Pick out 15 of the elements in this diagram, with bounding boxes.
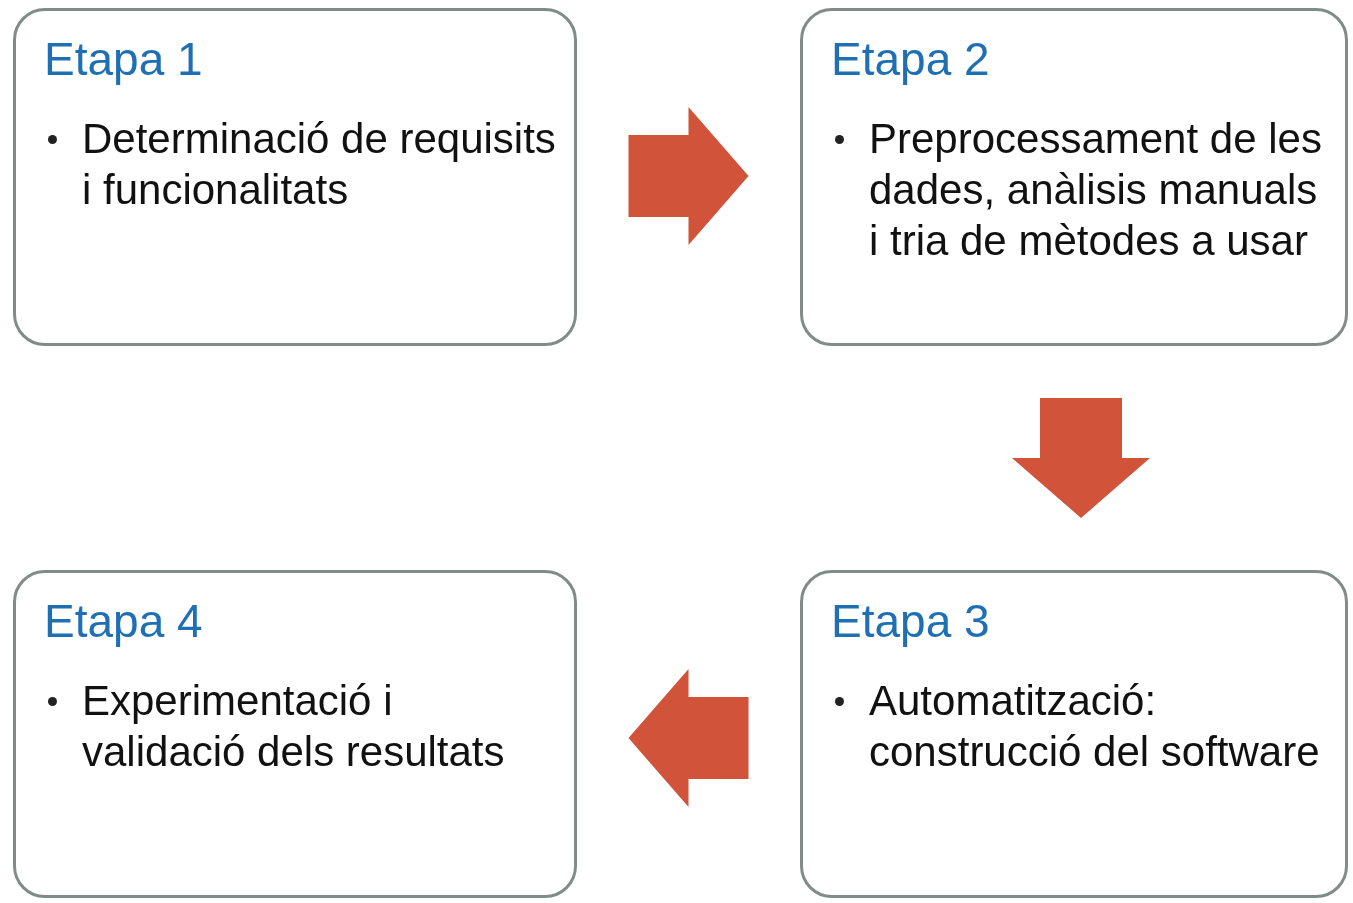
stage-box — [800, 8, 1348, 346]
stage-description: Determinació de requisits i funcionalitats — [82, 114, 557, 215]
block-arrow — [628, 107, 749, 245]
stage-heading: Etapa 3 — [831, 594, 990, 649]
stage-description: Automatització: construcció del software — [869, 676, 1321, 777]
stage-heading: Etapa 2 — [831, 32, 990, 87]
stage-box — [13, 8, 577, 346]
stage-box — [13, 570, 577, 898]
stage-heading: Etapa 4 — [44, 594, 203, 649]
block-arrow — [628, 669, 749, 807]
block-arrow — [1012, 398, 1150, 518]
stage-box — [800, 570, 1348, 898]
stage-description: Experimentació i validació dels resultats — [82, 676, 506, 777]
stage-heading: Etapa 1 — [44, 32, 203, 87]
stage-description: Preprocessament de les dades, anàlisis manuals i tria de mètodes a usar — [869, 114, 1323, 266]
